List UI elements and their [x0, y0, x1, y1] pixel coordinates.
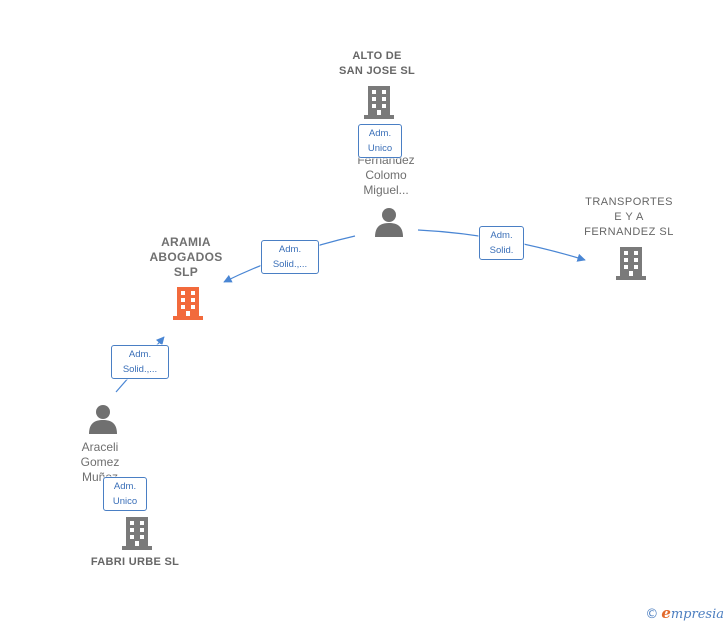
role-badge-fernandez-transportes[interactable]: Adm. Solid.: [479, 226, 524, 260]
company-label-fabri-urbe: FABRI URBE SL: [90, 556, 180, 568]
person-icon[interactable]: [373, 206, 405, 238]
copyright-icon: ©: [645, 607, 659, 622]
role-badge-araceli-fabri[interactable]: Adm. Unico: [103, 477, 147, 511]
person-label-fernandez-colomo-miguel: Fernandez Colomo Miguel...: [357, 153, 415, 197]
building-icon[interactable]: [363, 84, 395, 120]
brand-initial: e: [661, 604, 671, 622]
brand-rest: mpresia: [670, 607, 724, 622]
building-icon[interactable]: [172, 285, 204, 321]
role-badge-alto-fernandez[interactable]: Adm. Unico: [358, 124, 402, 158]
company-label-transportes: TRANSPORTES E Y A FERNANDEZ SL: [584, 196, 674, 238]
company-label-alto-de-san-jose: ALTO DE SAN JOSE SL: [338, 50, 416, 77]
person-icon[interactable]: [87, 403, 119, 435]
building-icon[interactable]: [121, 515, 153, 551]
role-badge-araceli-aramia[interactable]: Adm. Solid.,...: [111, 345, 169, 379]
role-badge-fernandez-aramia[interactable]: Adm. Solid.,...: [261, 240, 319, 274]
company-label-aramia-abogados: ARAMIA ABOGADOS SLP: [149, 235, 223, 279]
empresia-logo[interactable]: ©empresia: [645, 604, 724, 622]
building-icon[interactable]: [615, 245, 647, 281]
